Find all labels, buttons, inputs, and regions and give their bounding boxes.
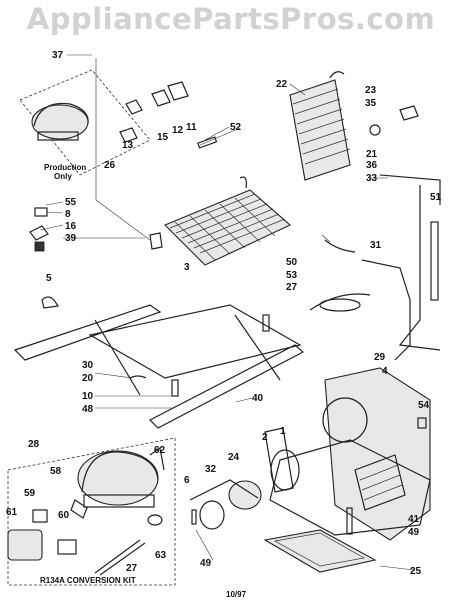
part-label: 15 (157, 132, 169, 143)
part-label: 21 (366, 149, 378, 160)
part-label: 36 (366, 160, 378, 171)
part-label: 12 (172, 125, 184, 136)
relay-parts (95, 58, 241, 241)
part-label: 25 (410, 566, 422, 577)
note-only: Only (54, 172, 72, 181)
part-label: 41 (408, 514, 420, 525)
part-label: 62 (154, 445, 166, 456)
part-label: 2 (262, 432, 268, 443)
part-label: 33 (366, 173, 378, 184)
part-label: 48 (82, 404, 94, 415)
part-label: 22 (276, 79, 288, 90)
drain-pan (263, 529, 377, 573)
part-label: 59 (24, 488, 36, 499)
part-label: 10 (82, 391, 94, 402)
evaporator-coil (289, 71, 351, 181)
part-label: 35 (365, 98, 377, 109)
condenser-coil (164, 176, 291, 266)
part-label: 61 (6, 507, 18, 518)
part-label: 29 (374, 352, 386, 363)
leader-lines (39, 54, 415, 571)
part-label: 6 (184, 475, 190, 486)
watermark-text: AppliancePartsPros.com (26, 2, 436, 36)
part-label: 39 (65, 233, 77, 244)
part-label: 37 (52, 50, 64, 61)
part-label: 28 (28, 439, 40, 450)
part-label: 32 (205, 464, 217, 475)
conversion-kit-group: R134A CONVERSION KIT (7, 437, 176, 586)
part-label: 60 (58, 510, 70, 521)
kit-label: R134A CONVERSION KIT (40, 576, 136, 585)
part-label: 16 (65, 221, 77, 232)
part-label: 3 (184, 262, 190, 273)
part-label: 30 (82, 360, 94, 371)
part-label: 50 (286, 257, 298, 268)
part-label: 13 (122, 140, 134, 151)
part-label: 5 (46, 273, 52, 284)
fan-motor (189, 427, 300, 530)
part-labels: 37 22 23 35 11 12 15 13 52 26 21 36 33 5… (6, 50, 442, 577)
part-label: 31 (370, 240, 382, 251)
note-production: Production (44, 163, 86, 172)
left-small-parts (29, 207, 163, 309)
part-label: 63 (155, 550, 167, 561)
part-label: 26 (104, 160, 116, 171)
part-label: 49 (408, 527, 420, 538)
part-label: 24 (228, 452, 240, 463)
part-label: 55 (65, 197, 77, 208)
fan-shroud (269, 367, 431, 541)
part-label: 51 (430, 192, 442, 203)
base-frame (13, 304, 305, 429)
tubing (309, 105, 441, 361)
date-code: 10/97 (226, 590, 247, 599)
part-label: 49 (200, 558, 212, 569)
part-label: 40 (252, 393, 264, 404)
part-label: 52 (230, 122, 242, 133)
part-label: 54 (418, 400, 430, 411)
part-label: 1 (280, 426, 286, 437)
part-label: 11 (186, 122, 197, 133)
part-label: 53 (286, 270, 298, 281)
part-label: 23 (365, 85, 377, 96)
part-label: 20 (82, 373, 94, 384)
part-label: 27 (286, 282, 298, 293)
part-label: 4 (382, 366, 388, 377)
part-label: 8 (65, 209, 71, 220)
part-label: 58 (50, 466, 62, 477)
production-compressor-group: Production Only (19, 69, 151, 181)
part-label: 27 (126, 563, 138, 574)
